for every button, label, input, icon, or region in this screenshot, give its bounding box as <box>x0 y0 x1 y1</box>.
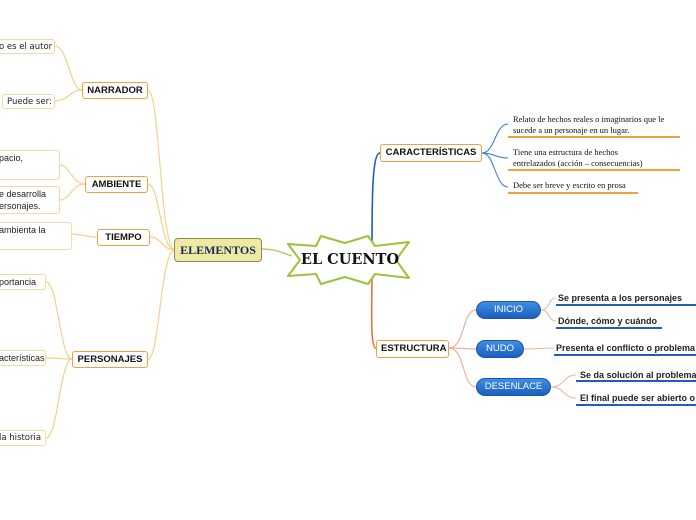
inicio-node[interactable]: INICIO <box>476 301 541 319</box>
personajes-leaf-3[interactable]: la historia <box>0 430 46 446</box>
caracteristicas-leaf-1-line-1: Relato de hechos reales o imaginarios qu… <box>513 114 665 124</box>
desenlace-leaf-1[interactable]: Se da solución al problema <box>580 370 696 380</box>
star-shape <box>287 235 410 285</box>
ambiente-node[interactable]: AMBIENTE <box>85 176 148 193</box>
tiempo-node[interactable]: TIEMPO <box>97 229 150 246</box>
caracteristicas-leaf-2[interactable]: Tiene una estructura de hechos entrelaza… <box>513 147 678 169</box>
caracteristicas-leaf-1-line-2: sucede a un personaje en un lugar. <box>513 125 630 135</box>
desenlace-node[interactable]: DESENLACE <box>476 378 551 396</box>
narrador-leaf-1[interactable]: o es el autor <box>0 39 55 54</box>
nudo-node[interactable]: NUDO <box>476 340 524 358</box>
desenlace-leaf-2[interactable]: El final puede ser abierto o <box>580 393 696 403</box>
tiempo-leaf-1[interactable]: ambienta la <box>0 222 72 250</box>
inicio-leaf-1[interactable]: Se presenta a los personajes <box>558 293 683 303</box>
ambiente-leaf-2[interactable]: e desarrolla ersonajes. <box>0 186 60 214</box>
elementos-node[interactable]: ELEMENTOS <box>174 238 262 262</box>
estructura-node[interactable]: ESTRUCTURA <box>376 340 449 358</box>
nudo-leaf-1[interactable]: Presenta el conflicto o problema <box>556 343 696 353</box>
caracteristicas-node[interactable]: CARACTERÍSTICAS <box>380 144 482 162</box>
ambiente-leaf-1[interactable]: pacio, <box>0 150 60 180</box>
narrador-node[interactable]: NARRADOR <box>82 82 148 99</box>
personajes-leaf-2[interactable]: acterísticas <box>0 350 46 366</box>
ambiente-leaf-2-line-1: e desarrolla <box>0 189 47 199</box>
caracteristicas-leaf-2-line-1: Tiene una estructura de hechos <box>513 147 618 157</box>
personajes-node[interactable]: PERSONAJES <box>72 351 148 368</box>
caracteristicas-leaf-1[interactable]: Relato de hechos reales o imaginarios qu… <box>513 114 683 136</box>
caracteristicas-leaf-2-line-2: entrelazados (acción – consecuencias) <box>513 158 643 168</box>
ambiente-leaf-2-line-2: ersonajes. <box>0 201 41 211</box>
central-title[interactable]: EL CUENTO <box>300 251 400 268</box>
inicio-leaf-2[interactable]: Dónde, cómo y cuándo <box>558 316 658 326</box>
personajes-leaf-1[interactable]: portancia <box>0 274 46 290</box>
narrador-leaf-2[interactable]: Puede ser: <box>2 94 55 109</box>
caracteristicas-leaf-3[interactable]: Debe ser breve y escrito en prosa <box>513 180 626 190</box>
ambiente-leaf-1-text: pacio, <box>0 153 24 163</box>
